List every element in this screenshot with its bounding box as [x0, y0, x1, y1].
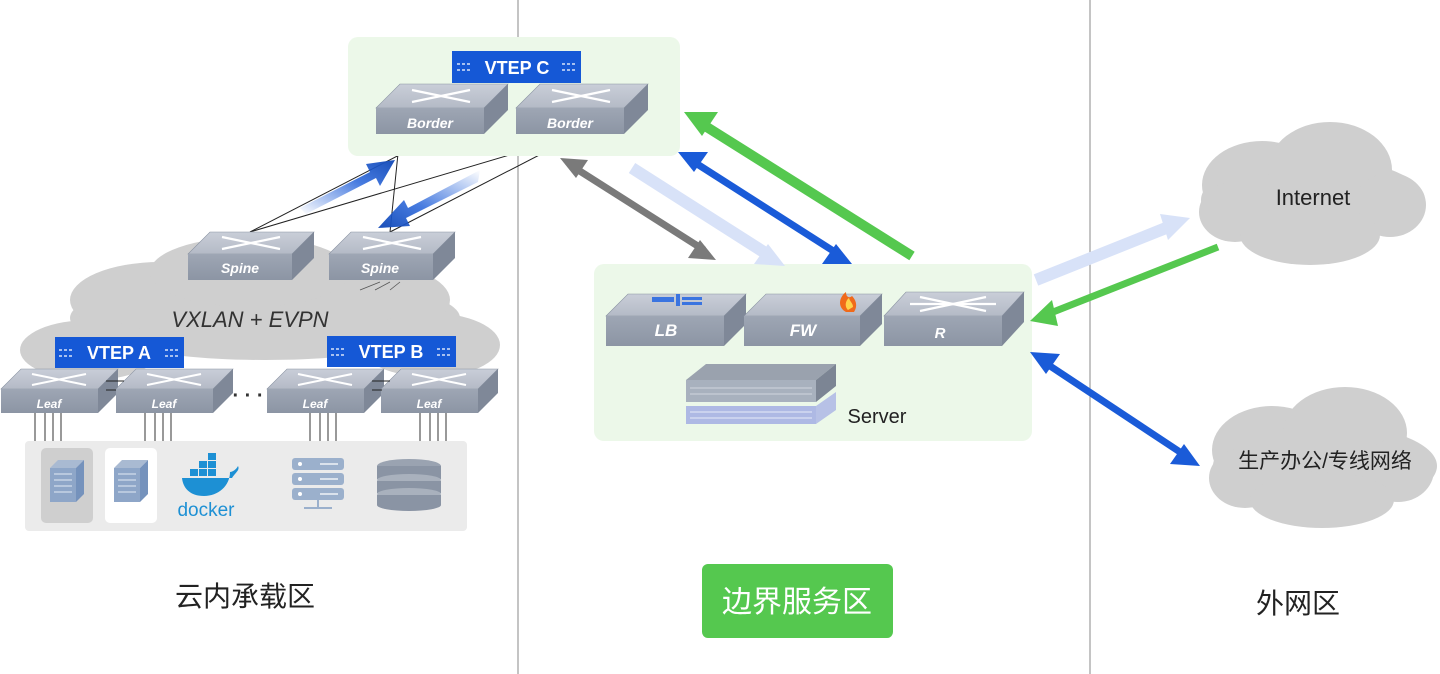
leaf-label-4: Leaf [417, 397, 443, 411]
storage-rack-icon [292, 458, 344, 509]
border-label-right: Border [547, 115, 594, 131]
docker-wordmark: docker [177, 500, 235, 521]
green-uplink-arrow [684, 112, 915, 261]
blue-office-bidirectional-arrow [1030, 352, 1200, 466]
switch-arrows-icon [146, 373, 202, 386]
zone-title-external: 外网区 [1256, 588, 1340, 619]
switch-arrows-icon [551, 88, 611, 104]
switch-arrows-icon [411, 88, 471, 104]
database-icon [377, 459, 441, 511]
fw-label: FW [790, 321, 818, 340]
light-blue-egress-arrow [1033, 214, 1190, 286]
leaf-label-2: Leaf [152, 397, 178, 411]
internet-cloud [1199, 122, 1426, 265]
switch-arrows-icon [362, 235, 422, 251]
leaf-switch-1: Leaf [0, 368, 119, 413]
switch-arrows-icon [297, 373, 353, 386]
vtep-b-badge: VTEP B [327, 336, 456, 367]
overlay-label: VXLAN + EVPN [171, 307, 328, 332]
leaf-switch-3: Leaf [266, 368, 385, 413]
internet-label: Internet [1276, 185, 1351, 210]
leaf-downlinks [34, 413, 447, 441]
zone-title-border-button: 边界服务区 [702, 564, 893, 638]
border-switch-left: Border [375, 83, 509, 134]
vtep-b-label: VTEP B [359, 342, 424, 362]
load-balancer-device: LB [605, 293, 747, 346]
leaf-switch-2: Leaf [115, 368, 234, 413]
leaf-switch-4: Leaf [380, 368, 499, 413]
vtep-a-label: VTEP A [87, 343, 151, 363]
vxlan-uplink-arrow [300, 160, 395, 214]
border-label-left: Border [407, 115, 454, 131]
fire-icon [840, 292, 857, 312]
server-device [686, 364, 836, 424]
server-label: Server [848, 406, 907, 428]
router-label: R [935, 325, 946, 342]
zone-title-cloud: 云内承载区 [175, 581, 315, 612]
border-switch-right: Border [515, 83, 649, 134]
switch-arrows-icon [221, 235, 281, 251]
leaf-label-1: Leaf [37, 397, 63, 411]
gray-bidirectional-arrow [560, 158, 716, 260]
router-arrows-icon [910, 295, 996, 313]
docker-icon: docker [177, 453, 239, 521]
vtep-a-badge: VTEP A [55, 337, 184, 368]
spine-switch-right: Spine [328, 231, 456, 280]
light-blue-arrow [628, 162, 785, 266]
vtep-c-badge: VTEP C [452, 51, 581, 83]
router-device: R [883, 291, 1025, 346]
vm-server-icon [105, 448, 157, 523]
switch-arrows-icon [411, 373, 467, 386]
more-leafs-ellipsis: · · · [232, 385, 263, 407]
spine-label-right: Spine [361, 260, 399, 276]
vxlan-downlink-arrow [378, 170, 480, 228]
bare-metal-server-icon [41, 448, 93, 523]
lb-label: LB [655, 321, 678, 340]
vtep-c-label: VTEP C [485, 58, 550, 78]
switch-arrows-icon [31, 373, 87, 386]
office-network-cloud [1209, 387, 1437, 528]
green-ingress-arrow [1030, 243, 1220, 326]
blue-bidirectional-arrow [678, 152, 852, 264]
spine-switch-left: Spine [187, 231, 315, 280]
spine-label-left: Spine [221, 260, 259, 276]
load-balancer-icon [652, 294, 702, 306]
spine-leaf-links [359, 281, 401, 291]
leaf-peer-links [106, 380, 390, 391]
firewall-device: FW [743, 292, 883, 346]
leaf-label-3: Leaf [303, 397, 329, 411]
zone-title-border: 边界服务区 [722, 586, 872, 619]
office-network-label: 生产办公/专线网络 [1238, 450, 1412, 473]
